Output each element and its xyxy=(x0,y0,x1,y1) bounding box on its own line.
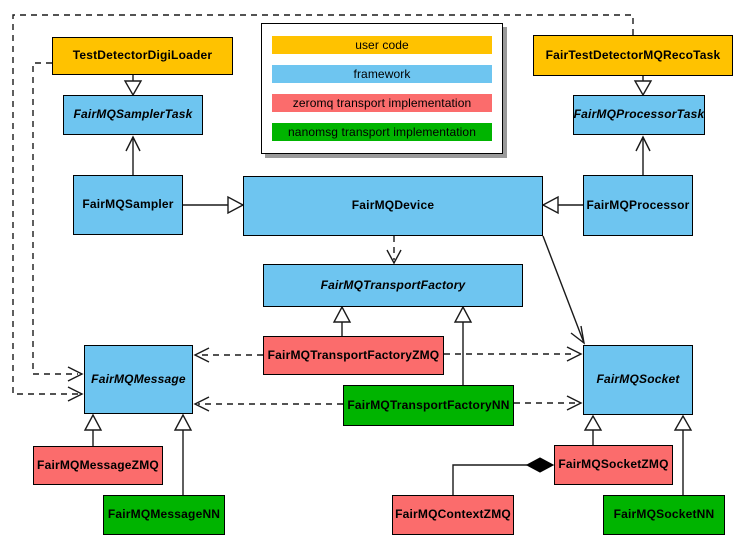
node-fair-mq-sampler-task: FairMQSamplerTask xyxy=(63,95,203,135)
node-fair-mq-socket: FairMQSocket xyxy=(583,345,693,415)
edge-dep-recotask-message xyxy=(12,14,634,402)
node-fair-mq-processor: FairMQProcessor xyxy=(583,175,693,236)
legend-label: framework xyxy=(353,67,411,81)
edge-dep-tfnn-message xyxy=(193,396,343,412)
legend-label: zeromq transport implementation xyxy=(292,96,472,110)
edge-inh-tfnn-transportfactory xyxy=(453,305,473,385)
legend-item-zeromq: zeromq transport implementation xyxy=(272,94,492,112)
edge-assoc-sampler-samplertask xyxy=(125,135,141,175)
edge-inh-socketzmq-socket xyxy=(583,414,603,445)
edge-inh-processor-device xyxy=(541,195,583,215)
edge-assoc-device-socket xyxy=(542,235,586,345)
node-fair-mq-message: FairMQMessage xyxy=(84,345,193,414)
edge-assoc-processor-processortask xyxy=(635,135,651,175)
legend-item-nanomsg: nanomsg transport implementation xyxy=(272,123,492,141)
node-fair-mq-processor-task: FairMQProcessorTask xyxy=(573,95,705,135)
edge-dep-tfnn-socket xyxy=(514,395,583,411)
node-fair-mq-message-nn: FairMQMessageNN xyxy=(103,495,225,535)
legend: user code framework zeromq transport imp… xyxy=(261,23,503,154)
edge-dep-tfzmq-message xyxy=(193,347,263,363)
edge-dep-digiloader-message xyxy=(32,62,84,382)
node-test-detector-digi-loader: TestDetectorDigiLoader xyxy=(52,37,233,75)
edge-comp-contextzmq-socketzmq xyxy=(452,457,555,495)
node-fair-test-detector-mq-reco-task: FairTestDetectorMQRecoTask xyxy=(533,35,733,76)
edge-inh-digiloader-samplertask xyxy=(123,75,143,97)
node-fair-mq-transport-factory-zmq: FairMQTransportFactoryZMQ xyxy=(263,336,444,375)
edge-dep-tfzmq-socket xyxy=(444,346,583,362)
edge-dep-device-transportfactory xyxy=(386,236,402,265)
legend-label: nanomsg transport implementation xyxy=(288,125,476,139)
node-fair-mq-socket-zmq: FairMQSocketZMQ xyxy=(554,445,673,485)
edge-inh-recotask-processortask xyxy=(633,76,653,97)
edge-inh-messagezmq-message xyxy=(83,413,103,446)
edge-inh-messagenn-message xyxy=(173,413,193,495)
node-fair-mq-transport-factory: FairMQTransportFactory xyxy=(263,264,523,307)
node-fair-mq-message-zmq: FairMQMessageZMQ xyxy=(33,446,163,485)
node-fair-mq-socket-nn: FairMQSocketNN xyxy=(603,495,725,535)
edge-inh-tfzmq-transportfactory xyxy=(332,305,352,336)
legend-label: user code xyxy=(355,38,409,52)
node-fair-mq-transport-factory-nn: FairMQTransportFactoryNN xyxy=(343,385,514,426)
legend-item-framework: framework xyxy=(272,65,492,83)
node-fair-mq-context-zmq: FairMQContextZMQ xyxy=(392,495,514,535)
node-fair-mq-device: FairMQDevice xyxy=(243,176,543,236)
node-fair-mq-sampler: FairMQSampler xyxy=(73,175,183,235)
legend-item-user-code: user code xyxy=(272,36,492,54)
edge-inh-sampler-device xyxy=(183,195,245,215)
edge-inh-socketnn-socket xyxy=(673,414,693,495)
